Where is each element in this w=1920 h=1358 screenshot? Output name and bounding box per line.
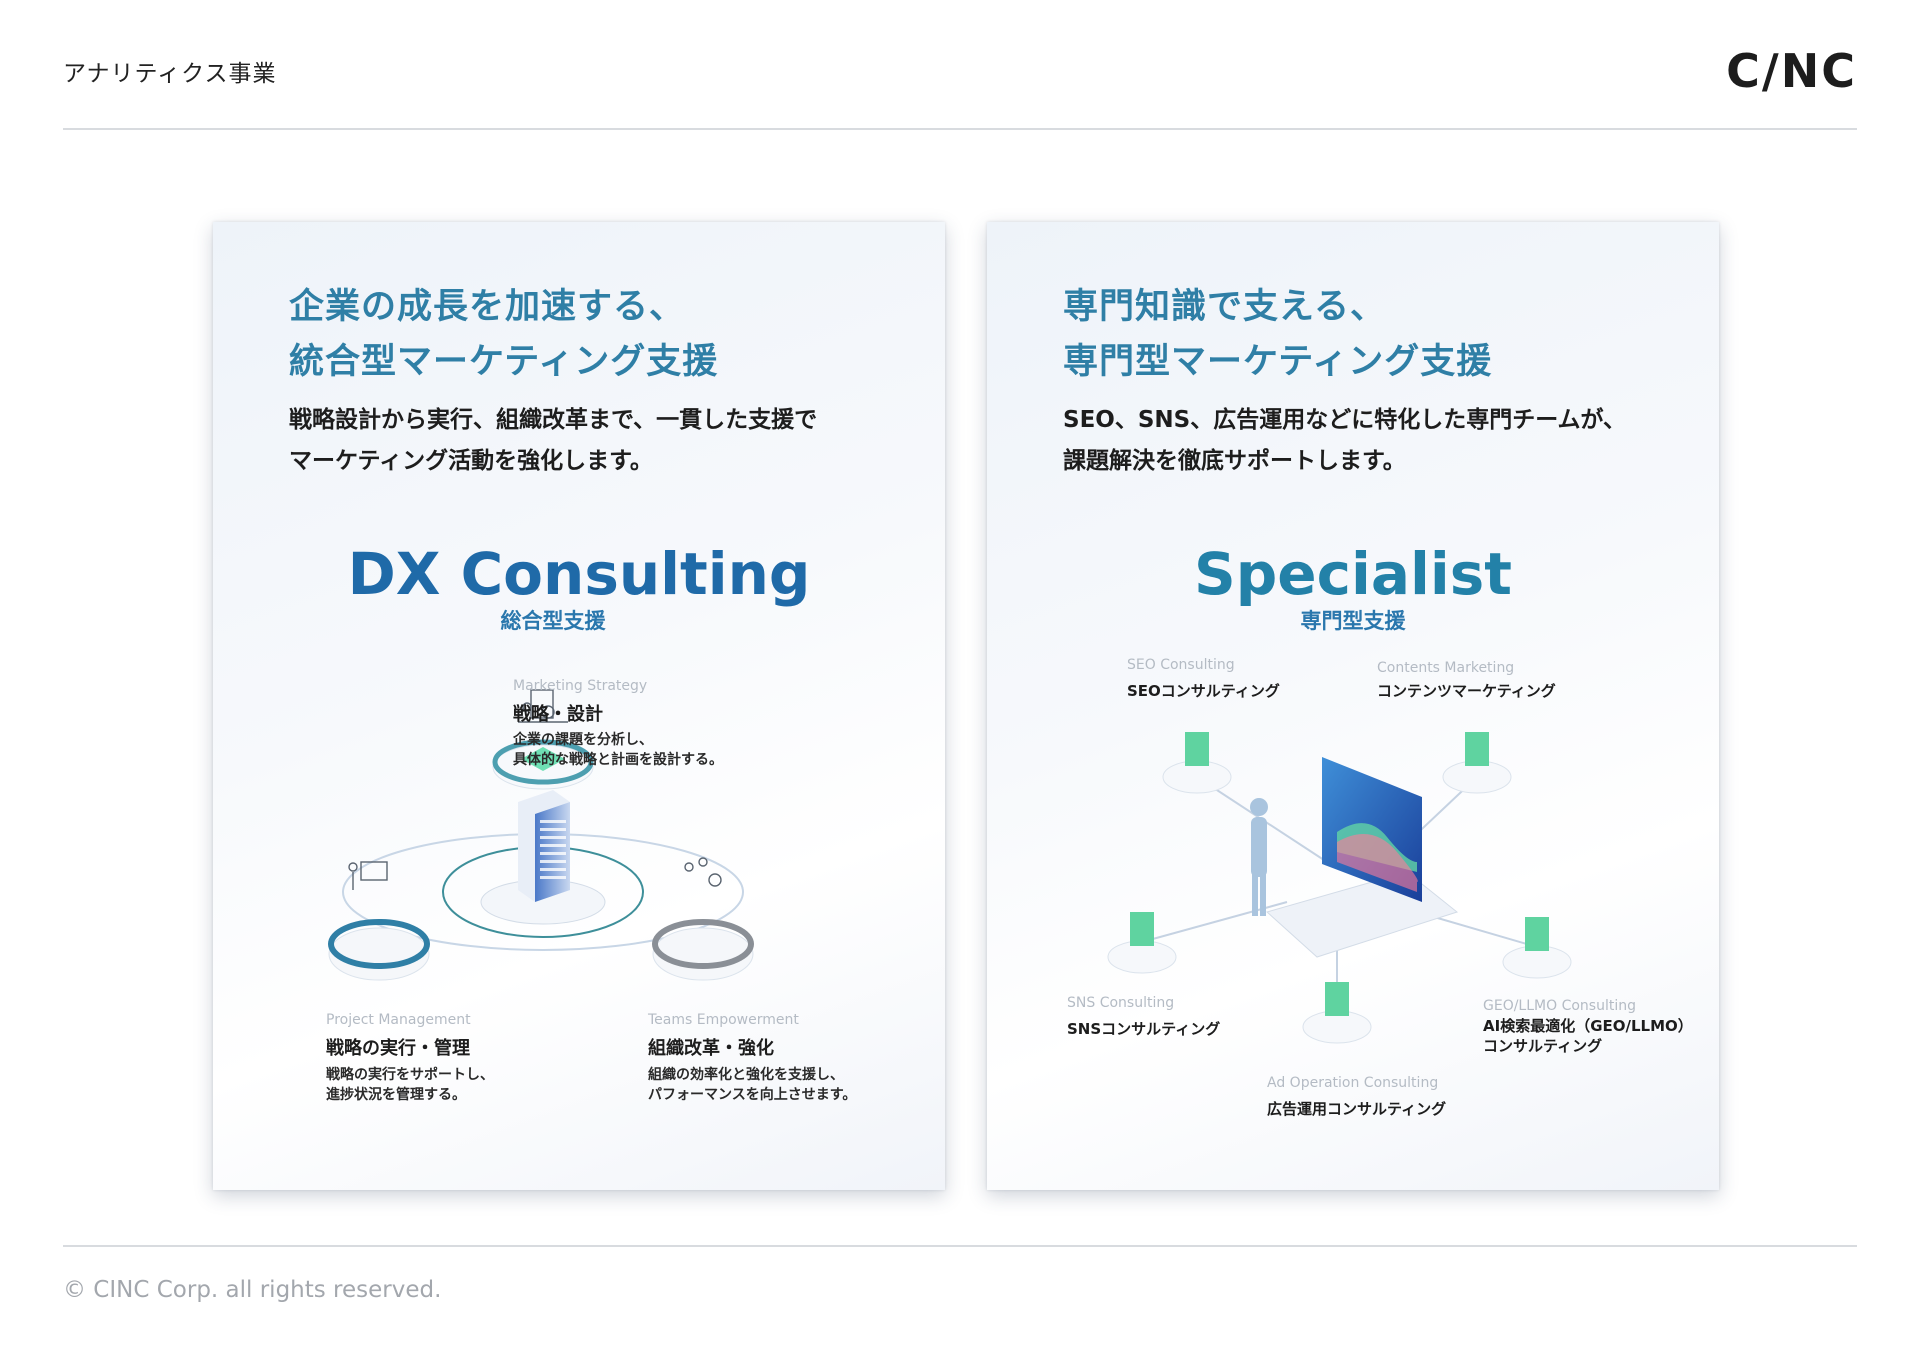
item-en-label: Contents Marketing bbox=[1377, 660, 1515, 676]
service-subtitle: 専門型支援 bbox=[1300, 609, 1406, 633]
service-title: Specialist bbox=[1193, 540, 1513, 608]
server-cube-icon bbox=[1502, 917, 1572, 979]
desc-line1: 戦略設計から実行、組織改革まで、一貫した支援で bbox=[289, 407, 818, 433]
item-desc-line1: 組織の効率化と強化を支援し、 bbox=[648, 1067, 844, 1083]
item-desc-line1: 戦略の実行をサポートし、 bbox=[326, 1067, 494, 1083]
building-icon bbox=[518, 790, 570, 902]
heading-line1: 企業の成長を加速する、 bbox=[289, 287, 686, 327]
specialist-card: 専門知識で支える、 専門型マーケティング支援 SEO、SNS、広告運用などに特化… bbox=[987, 222, 1719, 1190]
footer-divider bbox=[63, 1245, 1857, 1247]
header-divider bbox=[63, 128, 1857, 130]
desc-line1: SEO、SNS、広告運用などに特化した専門チームが、 bbox=[1063, 407, 1627, 433]
server-cube-icon bbox=[1162, 732, 1232, 794]
teams-pod bbox=[652, 919, 754, 981]
item-en-label: Project Management bbox=[326, 1012, 471, 1028]
item-jp-label: AI検索最適化（GEO/LLMO） bbox=[1483, 1017, 1693, 1035]
desc-line2: 課題解決を徹底サポートします。 bbox=[1063, 448, 1406, 474]
heading-line2: 専門型マーケティング支援 bbox=[1063, 342, 1493, 382]
item-jp-label: 広告運用コンサルティング bbox=[1267, 1100, 1447, 1118]
presenter-icon bbox=[348, 861, 388, 890]
person-figure-icon bbox=[1250, 798, 1268, 916]
item-jp-label: 組織改革・強化 bbox=[648, 1038, 774, 1059]
server-cube-icon bbox=[1107, 912, 1177, 974]
dx-illustration bbox=[328, 689, 754, 981]
heading-line1: 専門知識で支える、 bbox=[1063, 287, 1386, 327]
item-en-label: GEO/LLMO Consulting bbox=[1483, 998, 1636, 1014]
server-cube-icon bbox=[1302, 982, 1372, 1044]
item-jp-label: 戦略の実行・管理 bbox=[326, 1038, 470, 1059]
item-en-label: Ad Operation Consulting bbox=[1267, 1075, 1439, 1091]
item-description: 組織の効率化と強化を支援し、 パフォーマンスを向上させます。 bbox=[648, 1065, 856, 1105]
copyright-text: © CINC Corp. all rights reserved. bbox=[63, 1277, 442, 1303]
item-jp-label: SNSコンサルティング bbox=[1067, 1020, 1221, 1038]
item-description: 企業の課題を分析し、 具体的な戦略と計画を設計する。 bbox=[513, 730, 723, 770]
item-en-label: Marketing Strategy bbox=[513, 678, 648, 694]
item-description: 戦略の実行をサポートし、 進捗状況を管理する。 bbox=[326, 1065, 494, 1105]
card-description: 戦略設計から実行、組織改革まで、一貫した支援で マーケティング活動を強化します。 bbox=[289, 400, 817, 482]
strategy-pod bbox=[492, 739, 594, 790]
card-description: SEO、SNS、広告運用などに特化した専門チームが、 課題解決を徹底サポートしま… bbox=[1063, 400, 1626, 482]
item-jp-label-line2: コンサルティング bbox=[1483, 1037, 1603, 1055]
dx-consulting-card: 企業の成長を加速する、 統合型マーケティング支援 戦略設計から実行、組織改革まで… bbox=[213, 222, 945, 1190]
item-jp-label: SEOコンサルティング bbox=[1127, 682, 1280, 700]
service-subtitle: 総合型支援 bbox=[500, 609, 606, 633]
server-cube-icon bbox=[1442, 732, 1512, 794]
item-en-label: SNS Consulting bbox=[1067, 995, 1175, 1011]
item-desc-line2: パフォーマンスを向上させます。 bbox=[648, 1087, 857, 1103]
card-heading: 専門知識で支える、 専門型マーケティング支援 bbox=[1063, 280, 1492, 390]
heading-line2: 統合型マーケティング支援 bbox=[289, 342, 719, 382]
item-jp-label: コンテンツマーケティング bbox=[1377, 682, 1556, 700]
item-desc-line2: 進捗状況を管理する。 bbox=[326, 1087, 466, 1103]
specialist-illustration bbox=[1107, 732, 1572, 1044]
page-title: アナリティクス事業 bbox=[63, 61, 277, 87]
card-heading: 企業の成長を加速する、 統合型マーケティング支援 bbox=[289, 280, 718, 390]
cinc-logo: C/NC bbox=[1726, 44, 1857, 98]
item-en-label: Teams Empowerment bbox=[648, 1012, 799, 1028]
desc-line2: マーケティング活動を強化します。 bbox=[289, 448, 653, 474]
item-desc-line1: 企業の課題を分析し、 bbox=[513, 732, 653, 748]
management-pod bbox=[328, 919, 430, 981]
item-desc-line2: 具体的な戦略と計画を設計する。 bbox=[513, 752, 723, 768]
strategy-person-icon bbox=[518, 689, 568, 723]
item-jp-label: 戦略・設計 bbox=[513, 704, 603, 725]
item-en-label: SEO Consulting bbox=[1127, 657, 1235, 673]
team-gear-icon bbox=[684, 857, 722, 887]
service-title: DX Consulting bbox=[347, 540, 811, 608]
laptop-chart-icon bbox=[1265, 757, 1459, 958]
